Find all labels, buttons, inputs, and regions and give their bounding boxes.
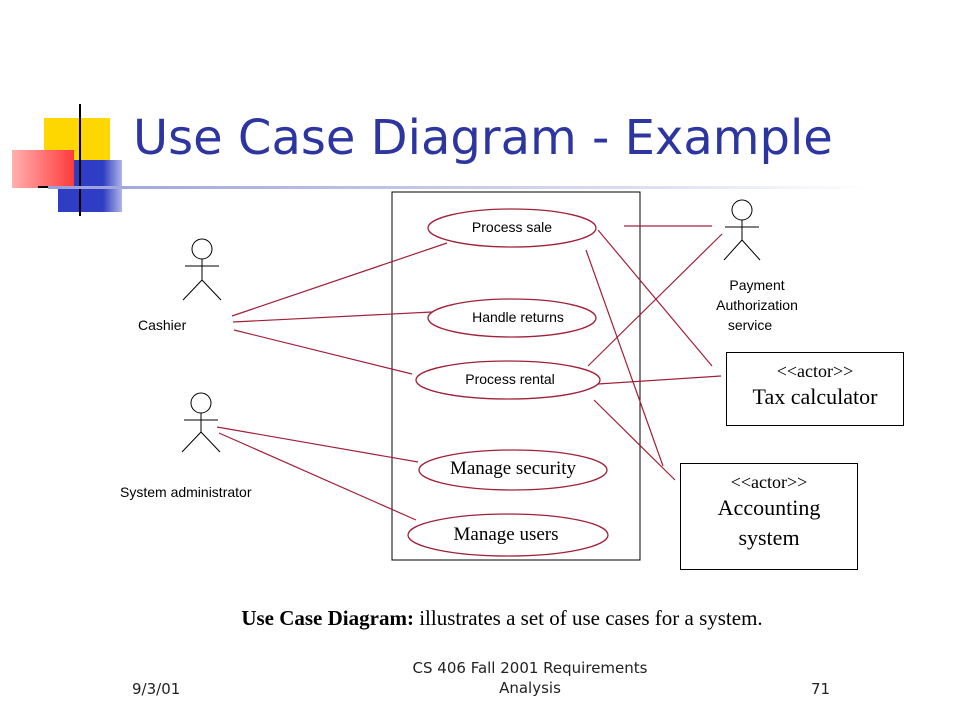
sysadmin-actor-figure — [181, 392, 221, 453]
actor-accounting-box: <<actor>> Accounting system — [680, 463, 858, 570]
footer-page-number: 71 — [811, 680, 831, 698]
footer-date: 9/3/01 — [132, 680, 181, 698]
footer-course-line1: CS 406 Fall 2001 Requirements — [412, 659, 648, 677]
accounting-stereotype: <<actor>> — [730, 472, 808, 492]
system-boundary — [391, 191, 641, 561]
link-rental-payment — [587, 233, 723, 367]
title-underline — [48, 186, 868, 189]
tax-stereotype: <<actor>> — [776, 361, 854, 381]
actor-sysadmin-label: System administrator — [120, 484, 252, 500]
link-cashier-process-rental — [233, 329, 413, 375]
payment-label-line3: service — [727, 317, 773, 333]
decor-vertical-line — [79, 104, 81, 216]
usecase-manage-security: Manage security — [449, 458, 577, 479]
decor-red-square — [12, 150, 74, 188]
slide-caption: Use Case Diagram: illustrates a set of u… — [0, 606, 960, 631]
usecase-process-sale: Process sale — [471, 219, 553, 235]
link-rental-accounting — [593, 399, 676, 481]
accounting-name-line1: Accounting — [717, 495, 821, 520]
usecase-handle-returns: Handle returns — [472, 309, 564, 325]
link-cashier-handle-returns — [232, 311, 433, 323]
accounting-name-line2: system — [738, 525, 800, 550]
usecase-process-sale-shape — [427, 208, 597, 248]
caption-bold: Use Case Diagram: — [241, 606, 414, 630]
actor-cashier-label: Cashier — [138, 317, 187, 333]
link-sale-accounting — [585, 249, 664, 467]
tax-name: Tax calculator — [752, 384, 878, 409]
link-rental-tax — [597, 375, 722, 385]
usecase-manage-users: Manage users — [453, 524, 559, 545]
payment-label-line2: Authorization — [716, 297, 798, 313]
footer-course-line2: Analysis — [499, 679, 561, 697]
usecase-handle-returns-shape — [427, 298, 597, 338]
link-sale-tax — [597, 229, 713, 367]
cashier-actor-figure — [182, 238, 222, 301]
link-admin-manage-users — [218, 432, 417, 521]
actor-tax-calculator-box: <<actor>> Tax calculator — [726, 352, 904, 426]
link-cashier-process-sale — [231, 242, 448, 317]
payment-label-line1: Payment — [729, 277, 785, 293]
link-admin-manage-security — [216, 426, 419, 463]
usecase-process-rental: Process rental — [465, 371, 555, 387]
caption-rest: illustrates a set of use cases for a sys… — [413, 606, 763, 630]
usecase-manage-users-shape — [407, 513, 609, 557]
payment-actor-figure — [723, 199, 761, 261]
actor-payment-label: Payment Authorization service — [692, 275, 822, 335]
usecase-manage-security-shape — [418, 449, 608, 491]
slide-title: Use Case Diagram - Example — [133, 110, 833, 166]
footer-course: CS 406 Fall 2001 Requirements Analysis — [360, 658, 700, 698]
usecase-process-rental-shape — [415, 360, 601, 400]
